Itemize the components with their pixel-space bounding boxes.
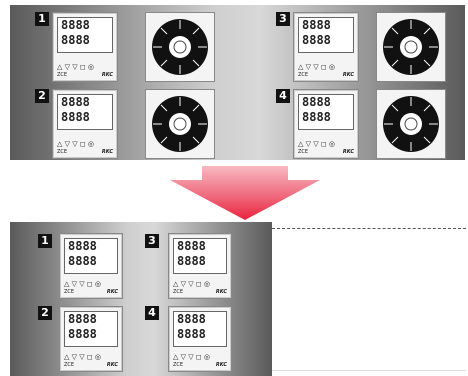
- controller-footer: ZCE RKC: [64, 362, 118, 369]
- unit-1-controller: 8888 8888 △ ▽ ▽ ◻ ◎ ZCE RKC: [59, 233, 123, 299]
- unit-1-number: 1: [38, 234, 52, 248]
- display-value-top: 8888: [177, 312, 206, 326]
- brand-logo: RKC: [342, 149, 354, 155]
- controller-display: 8888 8888: [298, 17, 354, 53]
- brand-logo: RKC: [101, 149, 113, 155]
- unit-1-number: 1: [35, 12, 49, 26]
- panel-cutout-outline: [272, 228, 466, 229]
- rotary-dial-icon: [152, 19, 208, 75]
- unit-2-dial: [145, 89, 215, 159]
- controller-display: 8888 8888: [57, 94, 113, 130]
- unit-3-controller: 8888 8888 △ ▽ ▽ ◻ ◎ ZCE RKC: [293, 12, 359, 82]
- unit-4-number: 4: [145, 306, 159, 320]
- unit-3-number: 3: [276, 12, 290, 26]
- brand-logo: RKC: [215, 362, 227, 368]
- display-value-bottom: 8888: [302, 33, 331, 47]
- rotary-dial-icon: [152, 96, 208, 152]
- display-value-top: 8888: [68, 239, 97, 253]
- model-label: ZCE: [173, 362, 184, 368]
- after-panel: 1 8888 8888 △ ▽ ▽ ◻ ◎ ZCE RKC 3 8888 888…: [10, 222, 272, 376]
- controller-keys: △ ▽ ▽ ◻ ◎: [64, 280, 101, 288]
- brand-logo: RKC: [215, 289, 227, 295]
- model-label: ZCE: [57, 149, 68, 155]
- controller-display: 8888 8888: [173, 238, 227, 274]
- controller-footer: ZCE RKC: [173, 289, 227, 296]
- controller-footer: ZCE RKC: [173, 362, 227, 369]
- controller-display: 8888 8888: [64, 238, 118, 274]
- rotary-dial-icon: [383, 96, 439, 152]
- controller-display: 8888 8888: [64, 311, 118, 347]
- panel-cutout-bottom-edge: [272, 370, 466, 371]
- brand-logo: RKC: [101, 72, 113, 78]
- controller-footer: ZCE RKC: [298, 149, 354, 156]
- controller-keys: △ ▽ ▽ ◻ ◎: [298, 140, 335, 148]
- display-value-bottom: 8888: [68, 254, 97, 268]
- display-value-bottom: 8888: [61, 33, 90, 47]
- controller-keys: △ ▽ ▽ ◻ ◎: [57, 140, 94, 148]
- controller-footer: ZCE RKC: [298, 72, 354, 79]
- display-value-top: 8888: [177, 239, 206, 253]
- unit-4-controller: 8888 8888 △ ▽ ▽ ◻ ◎ ZCE RKC: [293, 89, 359, 159]
- controller-keys: △ ▽ ▽ ◻ ◎: [173, 353, 210, 361]
- model-label: ZCE: [298, 72, 309, 78]
- down-arrow-icon: [170, 166, 320, 220]
- unit-2-controller: 8888 8888 △ ▽ ▽ ◻ ◎ ZCE RKC: [52, 89, 118, 159]
- display-value-bottom: 8888: [177, 254, 206, 268]
- controller-keys: △ ▽ ▽ ◻ ◎: [57, 63, 94, 71]
- display-value-bottom: 8888: [61, 110, 90, 124]
- display-value-bottom: 8888: [177, 327, 206, 341]
- display-value-top: 8888: [302, 95, 331, 109]
- unit-1-dial: [145, 12, 215, 82]
- model-label: ZCE: [57, 72, 68, 78]
- unit-4-dial: [376, 89, 446, 159]
- controller-display: 8888 8888: [57, 17, 113, 53]
- controller-footer: ZCE RKC: [57, 72, 113, 79]
- controller-keys: △ ▽ ▽ ◻ ◎: [64, 353, 101, 361]
- model-label: ZCE: [64, 362, 75, 368]
- controller-footer: ZCE RKC: [57, 149, 113, 156]
- unit-3-dial: [376, 12, 446, 82]
- model-label: ZCE: [298, 149, 309, 155]
- display-value-top: 8888: [61, 95, 90, 109]
- controller-footer: ZCE RKC: [64, 289, 118, 296]
- controller-display: 8888 8888: [298, 94, 354, 130]
- model-label: ZCE: [173, 289, 184, 295]
- display-value-top: 8888: [302, 18, 331, 32]
- controller-display: 8888 8888: [173, 311, 227, 347]
- brand-logo: RKC: [106, 362, 118, 368]
- model-label: ZCE: [64, 289, 75, 295]
- unit-2-number: 2: [35, 89, 49, 103]
- unit-2-number: 2: [38, 306, 52, 320]
- rotary-dial-icon: [383, 19, 439, 75]
- display-value-top: 8888: [68, 312, 97, 326]
- brand-logo: RKC: [342, 72, 354, 78]
- display-value-bottom: 8888: [68, 327, 97, 341]
- display-value-bottom: 8888: [302, 110, 331, 124]
- display-value-top: 8888: [61, 18, 90, 32]
- unit-1-controller: 8888 8888 △ ▽ ▽ ◻ ◎ ZCE RKC: [52, 12, 118, 82]
- unit-4-number: 4: [276, 89, 290, 103]
- brand-logo: RKC: [106, 289, 118, 295]
- unit-3-number: 3: [145, 234, 159, 248]
- controller-keys: △ ▽ ▽ ◻ ◎: [298, 63, 335, 71]
- before-panel: 1 8888 8888 △ ▽ ▽ ◻ ◎ ZCE RKC 3 8888: [10, 5, 465, 160]
- unit-3-controller: 8888 8888 △ ▽ ▽ ◻ ◎ ZCE RKC: [168, 233, 232, 299]
- controller-keys: △ ▽ ▽ ◻ ◎: [173, 280, 210, 288]
- unit-4-controller: 8888 8888 △ ▽ ▽ ◻ ◎ ZCE RKC: [168, 306, 232, 372]
- unit-2-controller: 8888 8888 △ ▽ ▽ ◻ ◎ ZCE RKC: [59, 306, 123, 372]
